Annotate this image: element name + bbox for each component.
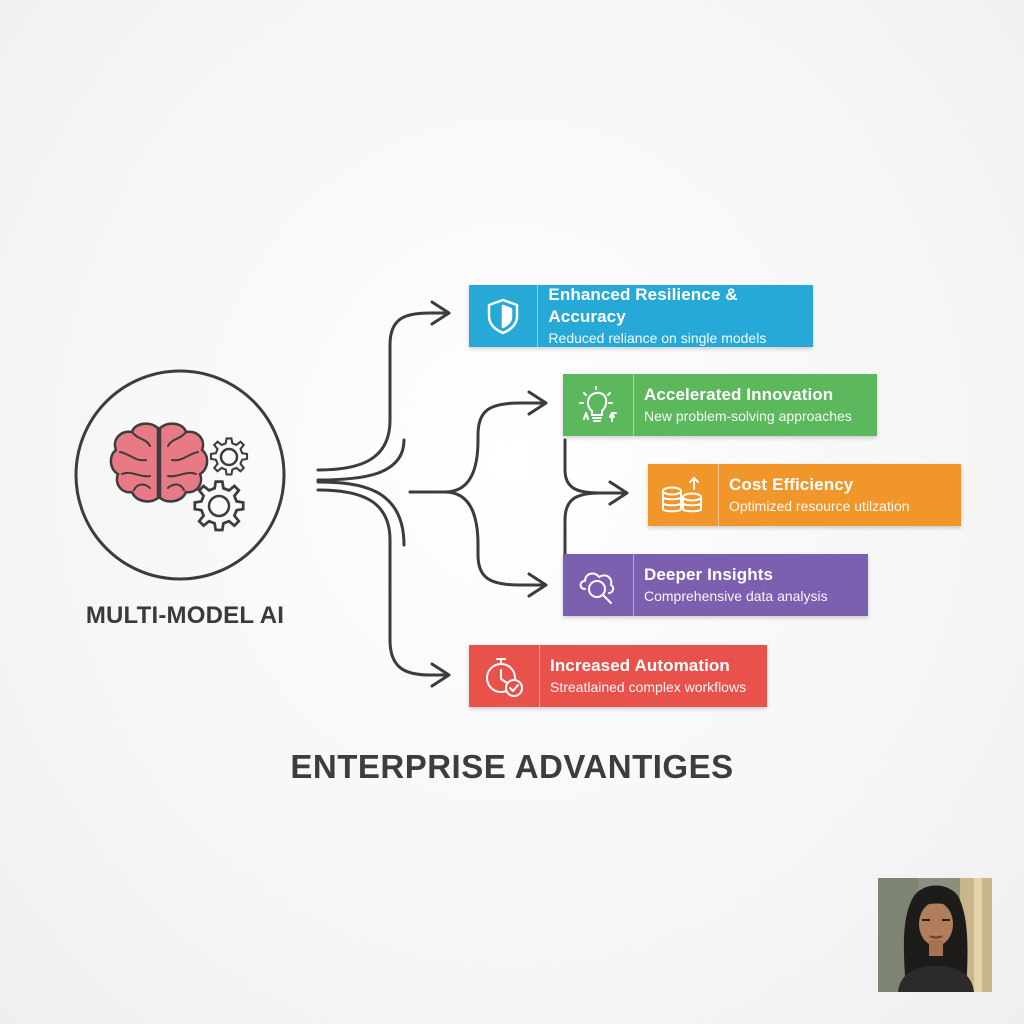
advantage-card-innovation: Accelerated Innovation New problem-solvi…	[563, 374, 877, 436]
brain-icon	[109, 422, 209, 503]
gear-large-icon	[193, 480, 245, 532]
magnifier-cloud-icon	[579, 572, 615, 604]
card-subtitle: New problem-solving approaches	[644, 408, 852, 424]
arrowhead	[608, 480, 629, 506]
card-title: Enhanced Resilience & Accuracy	[548, 285, 738, 326]
icon-box	[469, 645, 540, 707]
icon-box	[469, 285, 539, 347]
lightbulb-icon	[579, 386, 617, 422]
diagram-title: ENTERPRISE ADVANTIGES	[290, 748, 734, 785]
person-portrait	[878, 878, 992, 992]
card-subtitle: Optimized resource utilzation	[729, 498, 910, 514]
connector-outer	[316, 311, 450, 472]
hub-circle	[74, 369, 286, 581]
advantage-card-resilience: Enhanced Resilience & Accuracy Reduced r…	[469, 285, 813, 347]
arrowhead	[527, 390, 548, 416]
advantage-card-cost: Cost Efficiency Optimized resource utilz…	[648, 464, 961, 526]
arrowhead	[527, 572, 548, 598]
arrowhead	[430, 300, 451, 326]
card-title: Deeper Insights	[644, 565, 774, 584]
coins-icon	[662, 476, 702, 513]
connector-center	[408, 401, 547, 494]
connector-center	[443, 490, 547, 587]
card-subtitle: Streatlained complex workflows	[550, 679, 747, 695]
connector-outer	[316, 488, 450, 677]
shield-icon	[487, 298, 519, 335]
icon-box	[648, 464, 719, 526]
arrowhead	[430, 662, 451, 688]
icon-box	[563, 554, 634, 616]
icon-box	[563, 374, 634, 436]
advantage-card-automation: Increased Automation Streatlained comple…	[469, 645, 767, 707]
stopwatch-check-icon	[486, 658, 523, 697]
gear-small-icon	[209, 437, 249, 476]
card-title: Increased Automation	[550, 656, 730, 675]
card-title: Accelerated Innovation	[644, 385, 834, 404]
card-subtitle: Reduced reliance on single models	[548, 330, 767, 346]
connector-mid	[316, 438, 406, 482]
card-subtitle: Comprehensive data analysis	[644, 588, 828, 604]
connector-branch	[563, 491, 602, 562]
advantage-card-insights: Deeper Insights Comprehensive data analy…	[563, 554, 868, 616]
presenter-avatar	[878, 878, 992, 992]
connector-mid	[316, 480, 406, 547]
hub-label: MULTI-MODEL AI	[85, 602, 285, 629]
card-title: Cost Efficiency	[729, 475, 854, 494]
